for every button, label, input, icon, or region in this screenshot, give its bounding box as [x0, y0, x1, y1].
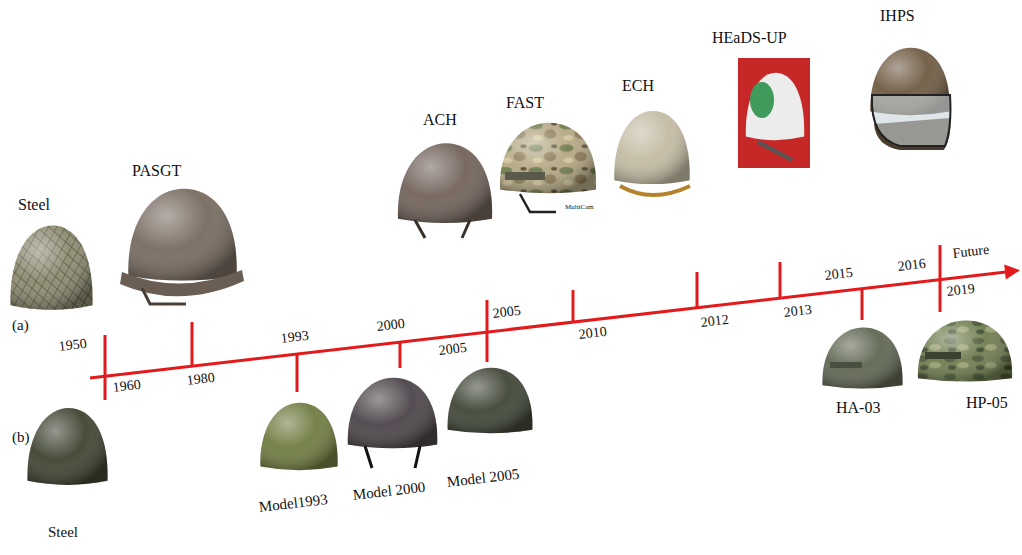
helmet-name: Steel — [48, 525, 78, 540]
arrow-label: Future — [952, 243, 990, 261]
helmet-name: Model1993 — [258, 492, 328, 515]
ach-helmet — [398, 143, 492, 238]
helmet-name: HA-03 — [836, 400, 880, 416]
year-label: 1950 — [58, 337, 87, 354]
ihps-helmet — [870, 48, 950, 150]
helmet-name: FAST — [506, 95, 544, 111]
timeline-arrowhead — [1004, 265, 1020, 280]
helmet-name: Model 2005 — [446, 467, 520, 490]
fast-helmet — [500, 123, 596, 212]
year-label: 1993 — [280, 329, 309, 346]
helmet-name: PASGT — [132, 163, 181, 179]
helmet-name: Steel — [18, 197, 50, 213]
year-label: 2016 — [897, 257, 926, 274]
helmet-name: ECH — [622, 78, 654, 94]
model-2000-helmet — [348, 378, 438, 468]
hp-05-helmet — [918, 320, 1012, 381]
year-label: 1980 — [186, 371, 215, 388]
panel-label: (a) — [12, 318, 29, 333]
watermark: MultiCam — [565, 204, 594, 211]
steel-helmet — [27, 408, 107, 485]
helmet-name: IHPS — [880, 8, 915, 24]
helmet-name: HP-05 — [966, 395, 1008, 411]
model-2005-helmet — [448, 368, 533, 434]
year-label: 2000 — [376, 317, 405, 334]
year-label: 2015 — [824, 266, 853, 283]
panel-label: (b) — [12, 430, 30, 445]
ech-helmet — [614, 111, 690, 195]
timeline-axis — [90, 245, 1006, 400]
steel-helmet — [11, 225, 93, 309]
year-label: 2010 — [578, 325, 607, 342]
year-label: 2012 — [700, 313, 729, 330]
year-label: 1960 — [112, 378, 141, 395]
model-1993-helmet — [260, 403, 337, 471]
heads-up-helmet — [738, 58, 810, 168]
year-label: 2013 — [783, 303, 812, 320]
year-label: 2019 — [946, 282, 975, 299]
ha-03-helmet — [822, 327, 902, 388]
helmet-name: ACH — [423, 112, 457, 128]
pasgt-helmet — [120, 189, 244, 304]
year-label: 2005 — [438, 341, 467, 358]
helmet-name: Model 2000 — [352, 480, 426, 503]
helmet-name: HEaDS-UP — [712, 30, 787, 46]
year-label: 2005 — [492, 304, 521, 321]
